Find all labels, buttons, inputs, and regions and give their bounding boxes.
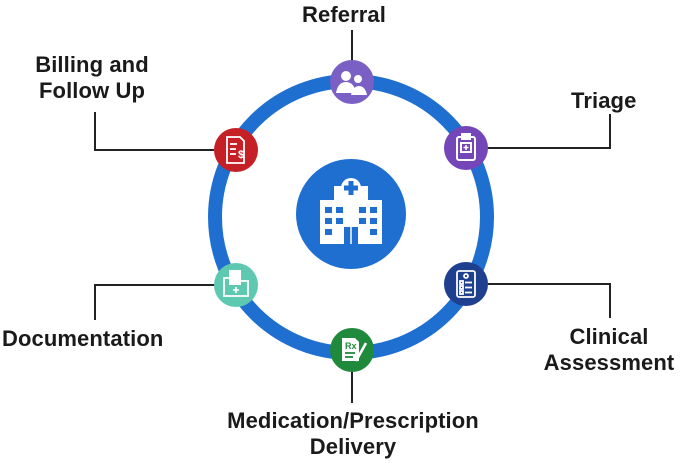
node-documentation: [214, 263, 258, 307]
connector-billing: [94, 112, 214, 151]
label-medication-line1: Medication/Prescription: [227, 408, 479, 433]
clipboard-icon: [456, 133, 476, 161]
connector-triage: [486, 114, 611, 149]
label-billing-follow-up: Billing and Follow Up: [22, 52, 162, 104]
label-medication-delivery: Medication/Prescription Delivery: [205, 408, 501, 460]
invoice-icon: $: [226, 136, 245, 164]
label-clinical-line1: Clinical: [569, 324, 649, 349]
connector-lines: [94, 30, 611, 403]
patient-group-icon: [336, 71, 367, 95]
hospital-icon: [320, 178, 382, 244]
node-medication-delivery: Rx: [330, 328, 374, 372]
label-documentation: Documentation: [2, 326, 164, 351]
svg-text:Rx: Rx: [345, 341, 357, 351]
prescription-icon: Rx: [342, 338, 368, 362]
label-clinical-line2: Assessment: [543, 350, 675, 375]
folder-icon: [223, 270, 249, 297]
label-billing-line2: Follow Up: [39, 78, 145, 103]
node-billing-follow-up: $: [214, 128, 258, 172]
svg-text:$: $: [238, 149, 244, 161]
label-medication-line2: Delivery: [309, 434, 397, 459]
label-billing-line1: Billing and: [35, 52, 149, 77]
node-triage: [444, 126, 488, 170]
central-hub: [296, 159, 406, 269]
connector-clinical: [488, 283, 611, 318]
node-clinical-assessment: [444, 262, 488, 306]
label-clinical-assessment: Clinical Assessment: [534, 324, 684, 376]
label-triage: Triage: [571, 88, 637, 113]
checklist-icon: [456, 270, 476, 298]
label-referral: Referral: [302, 2, 386, 27]
connector-documentation: [94, 284, 216, 320]
node-referral: [330, 60, 374, 104]
